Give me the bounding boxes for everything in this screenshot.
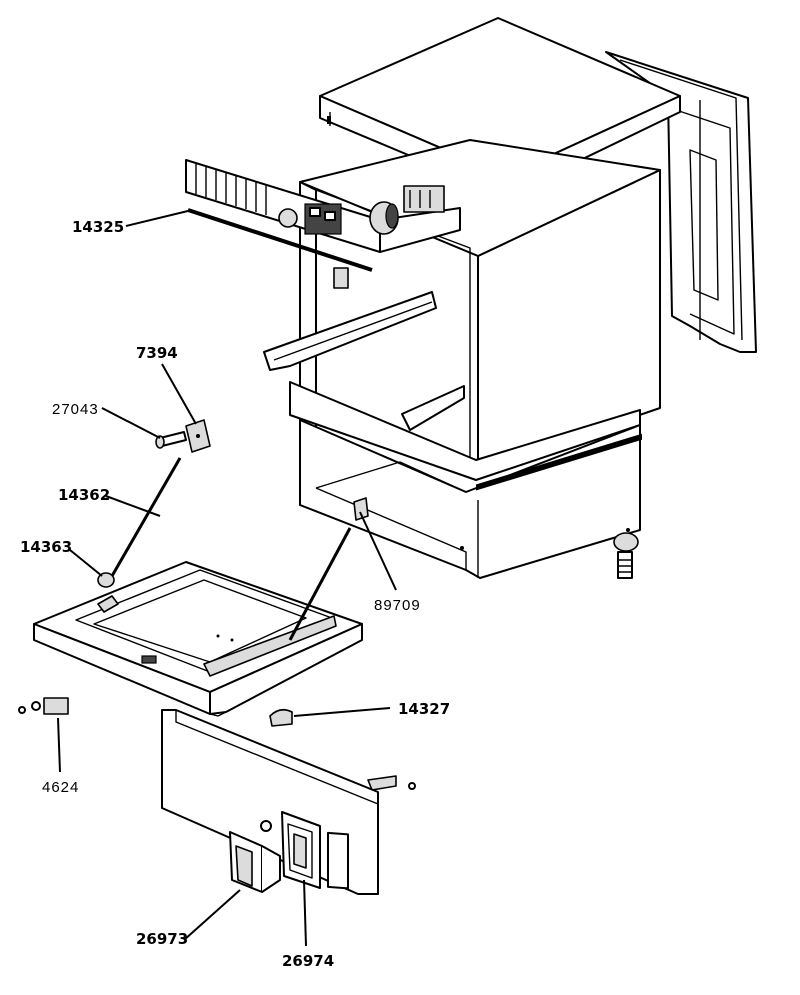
label-27043: 27043 — [52, 401, 99, 418]
front-panel — [161, 709, 379, 895]
label-14363: 14363 — [20, 538, 72, 556]
rear-door-panel — [605, 51, 757, 353]
label-89709: 89709 — [374, 597, 421, 614]
label-26974: 26974 — [282, 952, 334, 970]
label-14327: 14327 — [398, 700, 450, 718]
label-26973: 26973 — [136, 930, 188, 948]
support-rods — [110, 457, 352, 641]
main-cabinet — [289, 139, 661, 579]
door-tray — [33, 561, 363, 717]
small-parts — [18, 419, 639, 791]
label-14362: 14362 — [58, 486, 110, 504]
label-4624: 4624 — [42, 779, 79, 796]
part-labels: 14325 7394 27043 14362 14363 89709 14327… — [20, 218, 450, 970]
label-14325: 14325 — [72, 218, 124, 236]
cabinet-rails — [263, 291, 465, 431]
label-7394: 7394 — [136, 344, 178, 362]
leader-lines — [57, 209, 397, 947]
control-panel-14325 — [185, 159, 461, 289]
